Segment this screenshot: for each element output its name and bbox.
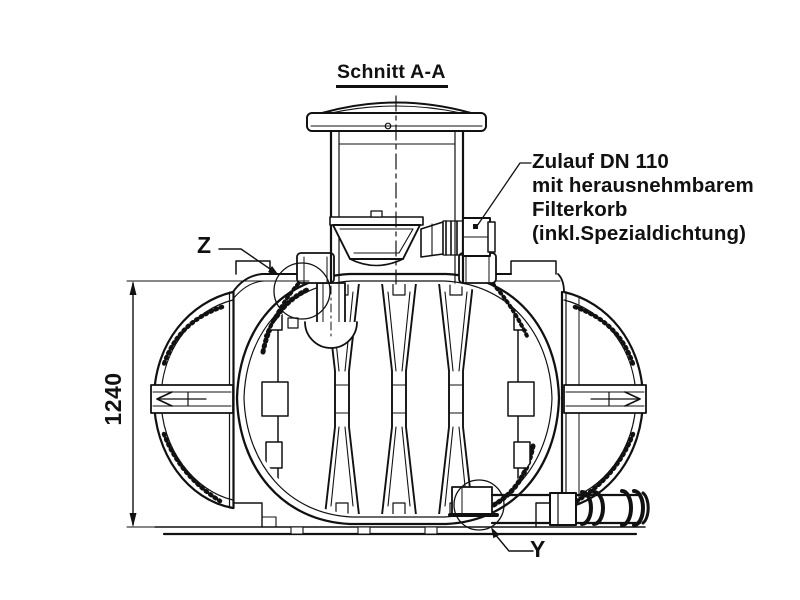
inlet-callout-line-3: Filterkorb (532, 198, 628, 221)
internal-ribs (261, 284, 535, 514)
detail-circle-y (453, 479, 505, 531)
dimension-height-label: 1240 (100, 372, 126, 426)
shoulder-transitions (264, 282, 529, 338)
dimension-1240 (126, 280, 310, 528)
drawing-title: Schnitt A-A (336, 61, 448, 88)
outlet-pipe (490, 489, 650, 527)
outlet-elbow (448, 486, 499, 517)
inlet-drop-elbow (287, 282, 358, 349)
detail-label-z: Z (197, 232, 212, 258)
left-end-cap (152, 290, 235, 510)
leader-z (218, 248, 279, 276)
detail-circle-z (273, 262, 331, 320)
tank-base (154, 502, 646, 536)
leader-y (491, 527, 534, 552)
detail-label-y: Y (530, 536, 546, 562)
inlet-callout-text: Zulauf DN 110 mit herausnehmbarem Filter… (532, 150, 754, 246)
inlet-connection (420, 217, 496, 258)
filter-basket (329, 210, 424, 267)
right-anchor-band (563, 384, 647, 414)
leader-inlet-callout (473, 162, 532, 229)
inlet-callout-line-1: Zulauf DN 110 (532, 150, 669, 173)
inlet-callout-line-4: (inkl.Spezialdichtung) (532, 222, 747, 245)
inlet-callout-line-2: mit herausnehmbarem (532, 174, 754, 197)
left-anchor-band (150, 384, 234, 414)
access-shaft (329, 129, 465, 285)
